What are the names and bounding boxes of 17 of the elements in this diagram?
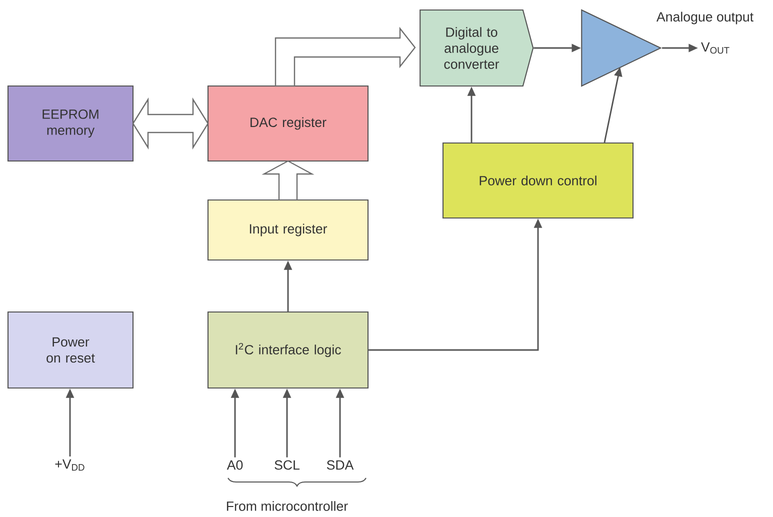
pin-label: A0: [226, 460, 243, 470]
interface-box: I$^{2}$C interface logic: [207, 311, 369, 389]
block-arrow: [132, 97, 209, 150]
supply-label: +V$_{DD}$: [55, 459, 84, 471]
block-arrow: [262, 160, 314, 201]
signal-label: V$_{OUT}$: [701, 42, 730, 54]
output-label: Analogue output: [656, 12, 754, 24]
pin-label: SCL: [274, 460, 300, 470]
control-box: Power down control: [442, 142, 634, 219]
block-arrow: [274, 26, 416, 87]
register-box: Input register: [207, 199, 369, 261]
source-label: From microcontroller: [226, 501, 348, 511]
pin-label: SDA: [326, 460, 354, 470]
register-box: DAC register: [207, 85, 369, 162]
converter-block: Digital to analogue converter: [420, 9, 534, 87]
memory-box: EEPROM memory: [7, 85, 134, 162]
reset-box: Power on reset: [7, 311, 134, 389]
